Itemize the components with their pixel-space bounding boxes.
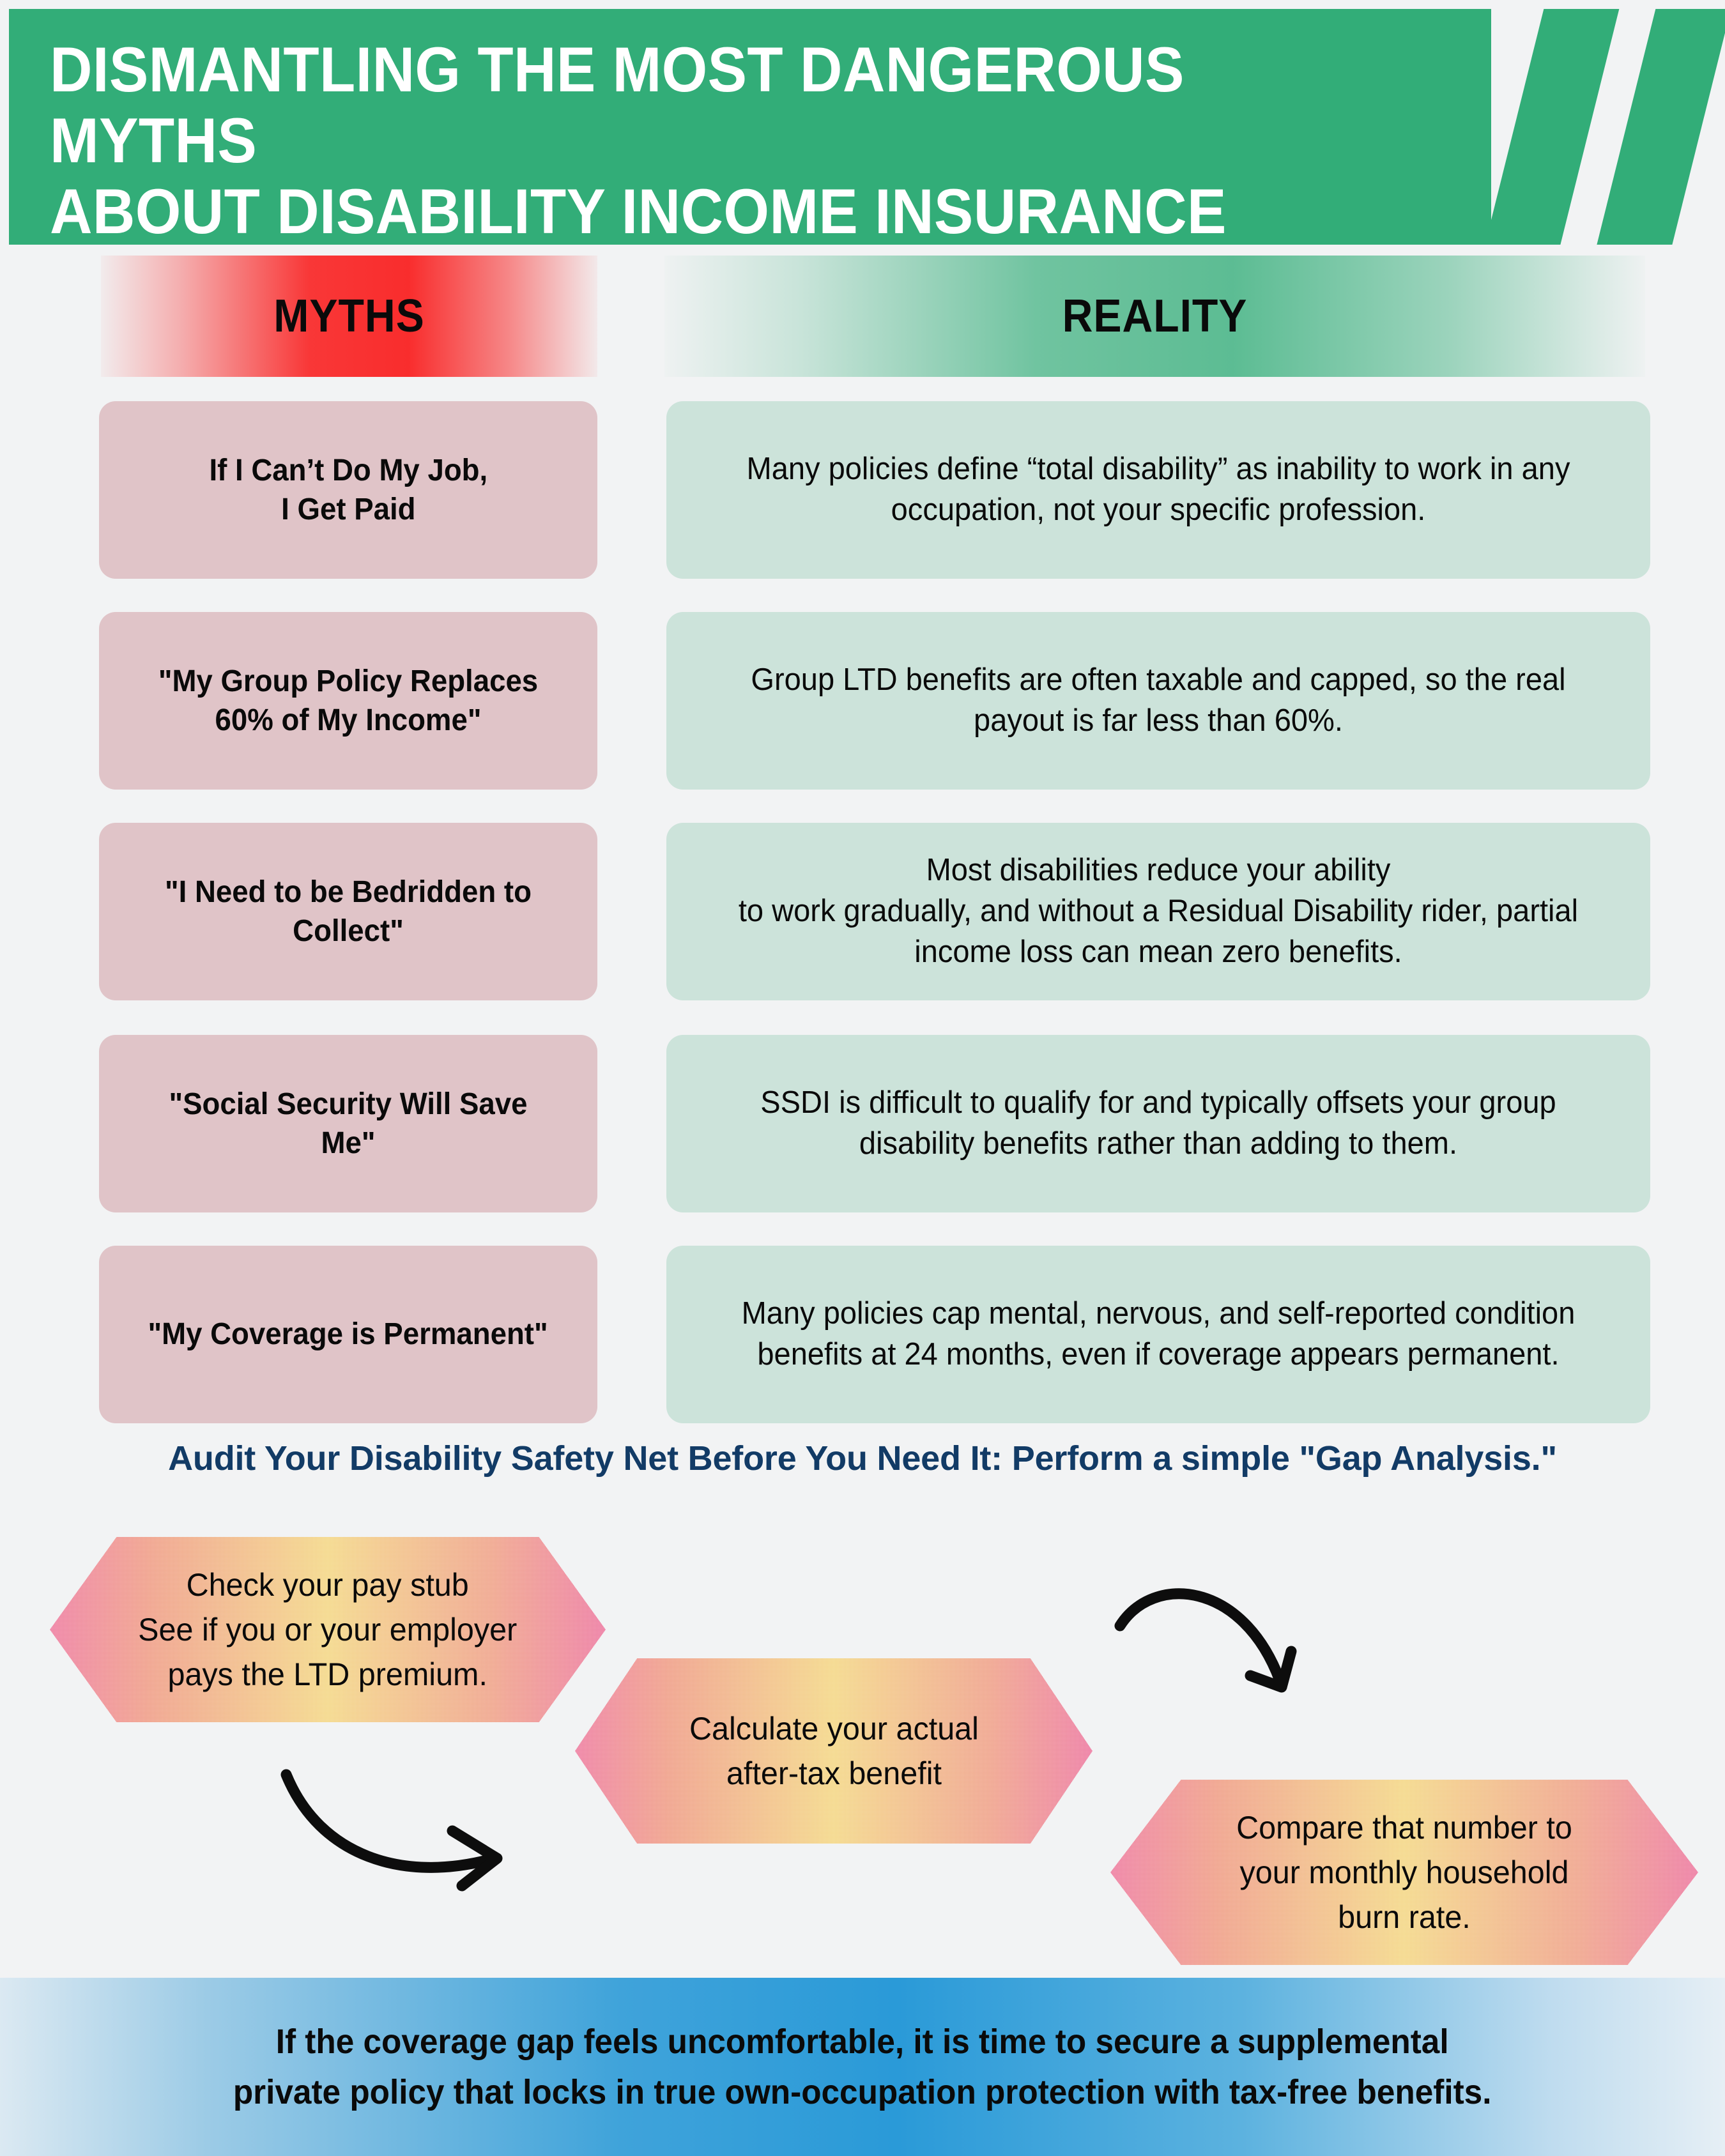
flow-arrow-1-icon [280, 1769, 503, 1892]
reality-text: Group LTD benefits are often taxable and… [751, 662, 1566, 738]
reality-text: SSDI is difficult to qualify for and typ… [760, 1085, 1556, 1161]
myth-reality-row: "I Need to be Bedridden to Collect" Most … [0, 823, 1725, 1000]
reality-card[interactable]: Most disabilities reduce your ability to… [666, 823, 1650, 1000]
reality-card[interactable]: Many policies cap mental, nervous, and s… [666, 1246, 1650, 1423]
header-background [9, 9, 1491, 245]
gap-analysis-flow: Check your pay stub See if you or your e… [0, 1533, 1725, 1968]
myth-card[interactable]: "Social Security Will Save Me" [99, 1035, 597, 1212]
flow-step-2-fill [575, 1658, 1092, 1844]
myth-reality-row: "My Group Policy Replaces 60% of My Inco… [0, 612, 1725, 790]
myth-card[interactable]: "I Need to be Bedridden to Collect" [99, 823, 597, 1000]
footer-message: If the coverage gap feels uncomfortable,… [233, 2022, 1492, 2111]
myth-reality-row: If I Can’t Do My Job, I Get Paid Many pol… [0, 401, 1725, 579]
myths-column-header: MYTHS [101, 256, 597, 377]
reality-column-header: REALITY [664, 256, 1645, 377]
flow-step-2: Calculate your actual after-tax benefit [575, 1658, 1092, 1844]
flow-step-3-fill [1110, 1780, 1698, 1965]
reality-card[interactable]: Many policies define “total disability” … [666, 401, 1650, 579]
flow-step-3: Compare that number to your monthly hous… [1110, 1780, 1698, 1965]
myth-text: "I Need to be Bedridden to Collect" [165, 875, 532, 948]
flow-step-1: Check your pay stub See if you or your e… [50, 1537, 606, 1722]
reality-text: Many policies cap mental, nervous, and s… [741, 1296, 1575, 1372]
myth-text: If I Can’t Do My Job, I Get Paid [209, 453, 487, 526]
flow-step-1-fill [50, 1537, 606, 1722]
header-banner: Dismantling the Most Dangerous Myths Abo… [9, 9, 1725, 245]
flow-arrow-2-icon [1114, 1588, 1297, 1693]
footer-banner: If the coverage gap feels uncomfortable,… [0, 1978, 1725, 2156]
reality-card[interactable]: Group LTD benefits are often taxable and… [666, 612, 1650, 790]
flow-step-1-label: Check your pay stub See if you or your e… [138, 1567, 518, 1692]
myth-text: "Social Security Will Save Me" [169, 1087, 528, 1160]
myth-text: "My Group Policy Replaces 60% of My Inco… [158, 664, 539, 737]
reality-card[interactable]: SSDI is difficult to qualify for and typ… [666, 1035, 1650, 1212]
myth-text: "My Coverage is Permanent" [148, 1317, 549, 1352]
myths-column-label: MYTHS [273, 291, 425, 342]
myth-reality-row: "Social Security Will Save Me" SSDI is di… [0, 1035, 1725, 1212]
reality-column-label: REALITY [1062, 291, 1248, 342]
myth-reality-row: "My Coverage is Permanent" Many policies … [0, 1246, 1725, 1423]
myth-card[interactable]: "My Coverage is Permanent" [99, 1246, 597, 1423]
reality-text: Many policies define “total disability” … [746, 452, 1570, 527]
page-title: Dismantling the Most Dangerous Myths Abo… [50, 34, 1227, 245]
myth-card[interactable]: If I Can’t Do My Job, I Get Paid [99, 401, 597, 579]
reality-text: Most disabilities reduce your ability to… [738, 853, 1579, 969]
flow-step-3-label: Compare that number to your monthly hous… [1236, 1810, 1572, 1935]
myth-card[interactable]: "My Group Policy Replaces 60% of My Inco… [99, 612, 597, 790]
audit-section-heading: Audit Your Disability Safety Net Before … [168, 1439, 1557, 1478]
flow-step-2-label: Calculate your actual after-tax benefit [689, 1711, 979, 1791]
